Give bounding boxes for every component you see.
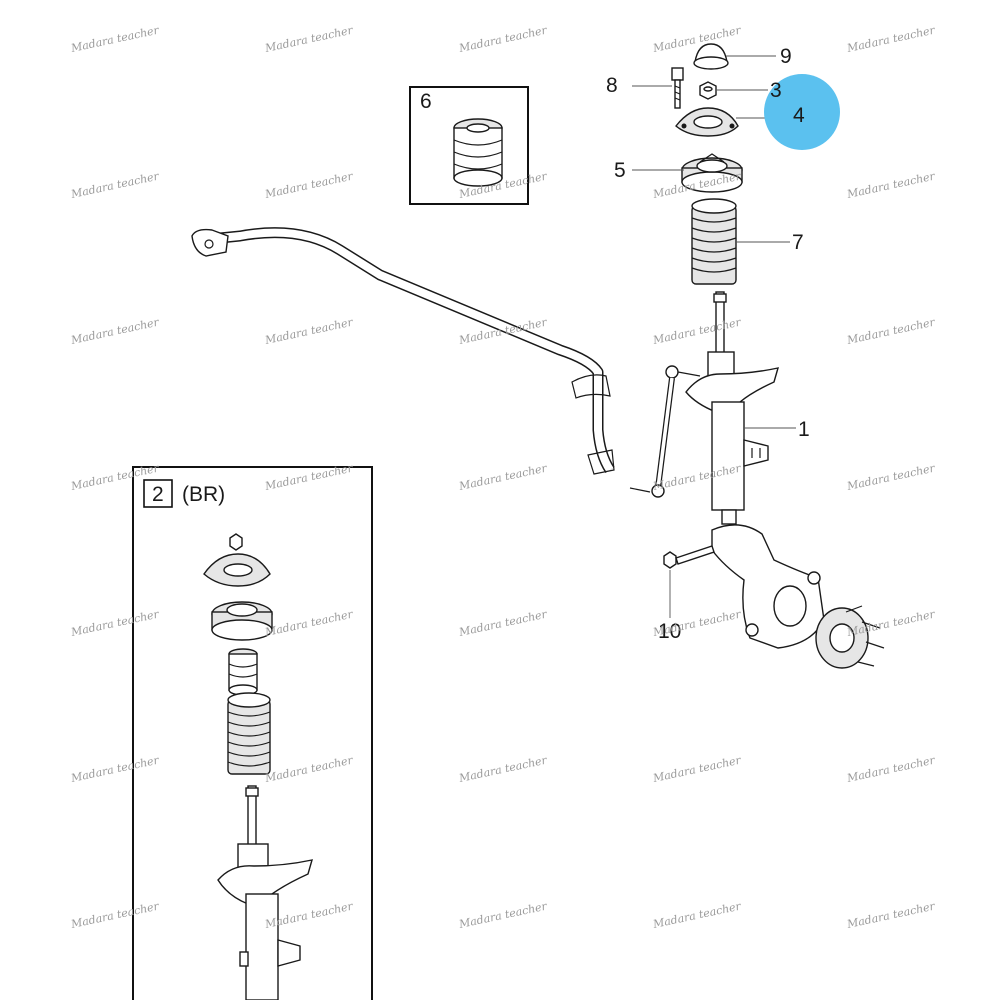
strut-assembly [663,43,885,669]
callout-6: 6 [420,90,432,113]
watermark-text: Madara teacher [651,24,743,56]
stabilizer-link [629,365,701,498]
watermark-text: Madara teacher [845,24,937,56]
watermark-text: Madara teacher [651,900,743,932]
watermark-text: Madara teacher [457,608,549,640]
watermark-text: Madara teacher [457,462,549,494]
callout-10: 10 [658,620,681,643]
inset-number: 2 [152,483,164,506]
dust-cap-part-9 [693,43,729,70]
wheel-hub [815,605,885,669]
watermark-text: Madara teacher [845,754,937,786]
watermark-text: Madara teacher [263,24,355,56]
shock-absorber-part-1 [685,291,779,525]
steering-knuckle [711,524,825,649]
watermark-text: Madara teacher [263,754,355,786]
watermark-text: Madara teacher [457,24,549,56]
watermark-text: Madara teacher [69,900,161,932]
watermark-text: Madara teacher [263,170,355,202]
inset-label: (BR) [182,483,225,506]
watermark-text: Madara teacher [457,754,549,786]
bearing-part-5 [681,153,743,193]
watermark-text: Madara teacher [457,900,549,932]
watermark-text: Madara teacher [845,170,937,202]
watermark-text: Madara teacher [69,24,161,56]
callout-3: 3 [770,79,782,102]
watermark-text: Madara teacher [69,608,161,640]
bump-stop-part [453,118,503,187]
watermark-text: Madara teacher [845,316,937,348]
watermark-text: Madara teacher [651,316,743,348]
watermark-text: Madara teacher [69,754,161,786]
top-mount-part-4 [675,107,739,137]
callout-9: 9 [780,45,792,68]
watermark-text: Madara teacher [69,170,161,202]
inset-box-2-br: 2 (BR) [132,466,373,1000]
bolt-part-10 [663,545,715,569]
nut-part-3 [699,81,717,100]
leader-lines [632,55,796,618]
callout-1: 1 [798,418,810,441]
callout-5: 5 [614,159,626,182]
callout-8: 8 [606,74,618,97]
watermark-text: Madara teacher [651,754,743,786]
watermark-text: Madara teacher [651,608,743,640]
watermark-text: Madara teacher [263,316,355,348]
watermark-text: Madara teacher [263,608,355,640]
callout-4: 4 [793,104,805,127]
highlight-circle [764,74,840,150]
watermark-text: Madara teacher [69,316,161,348]
callout-7: 7 [792,231,804,254]
watermark-text: Madara teacher [845,608,937,640]
inset-box-6 [409,86,529,205]
watermark-text: Madara teacher [845,900,937,932]
callout-labels: 9 8 3 4 6 5 7 1 10 [420,45,810,643]
bellows-part-7 [691,198,737,285]
watermark-text: Madara teacher [845,462,937,494]
bolt-part-8 [671,67,684,109]
stabilizer-bar [191,227,615,475]
